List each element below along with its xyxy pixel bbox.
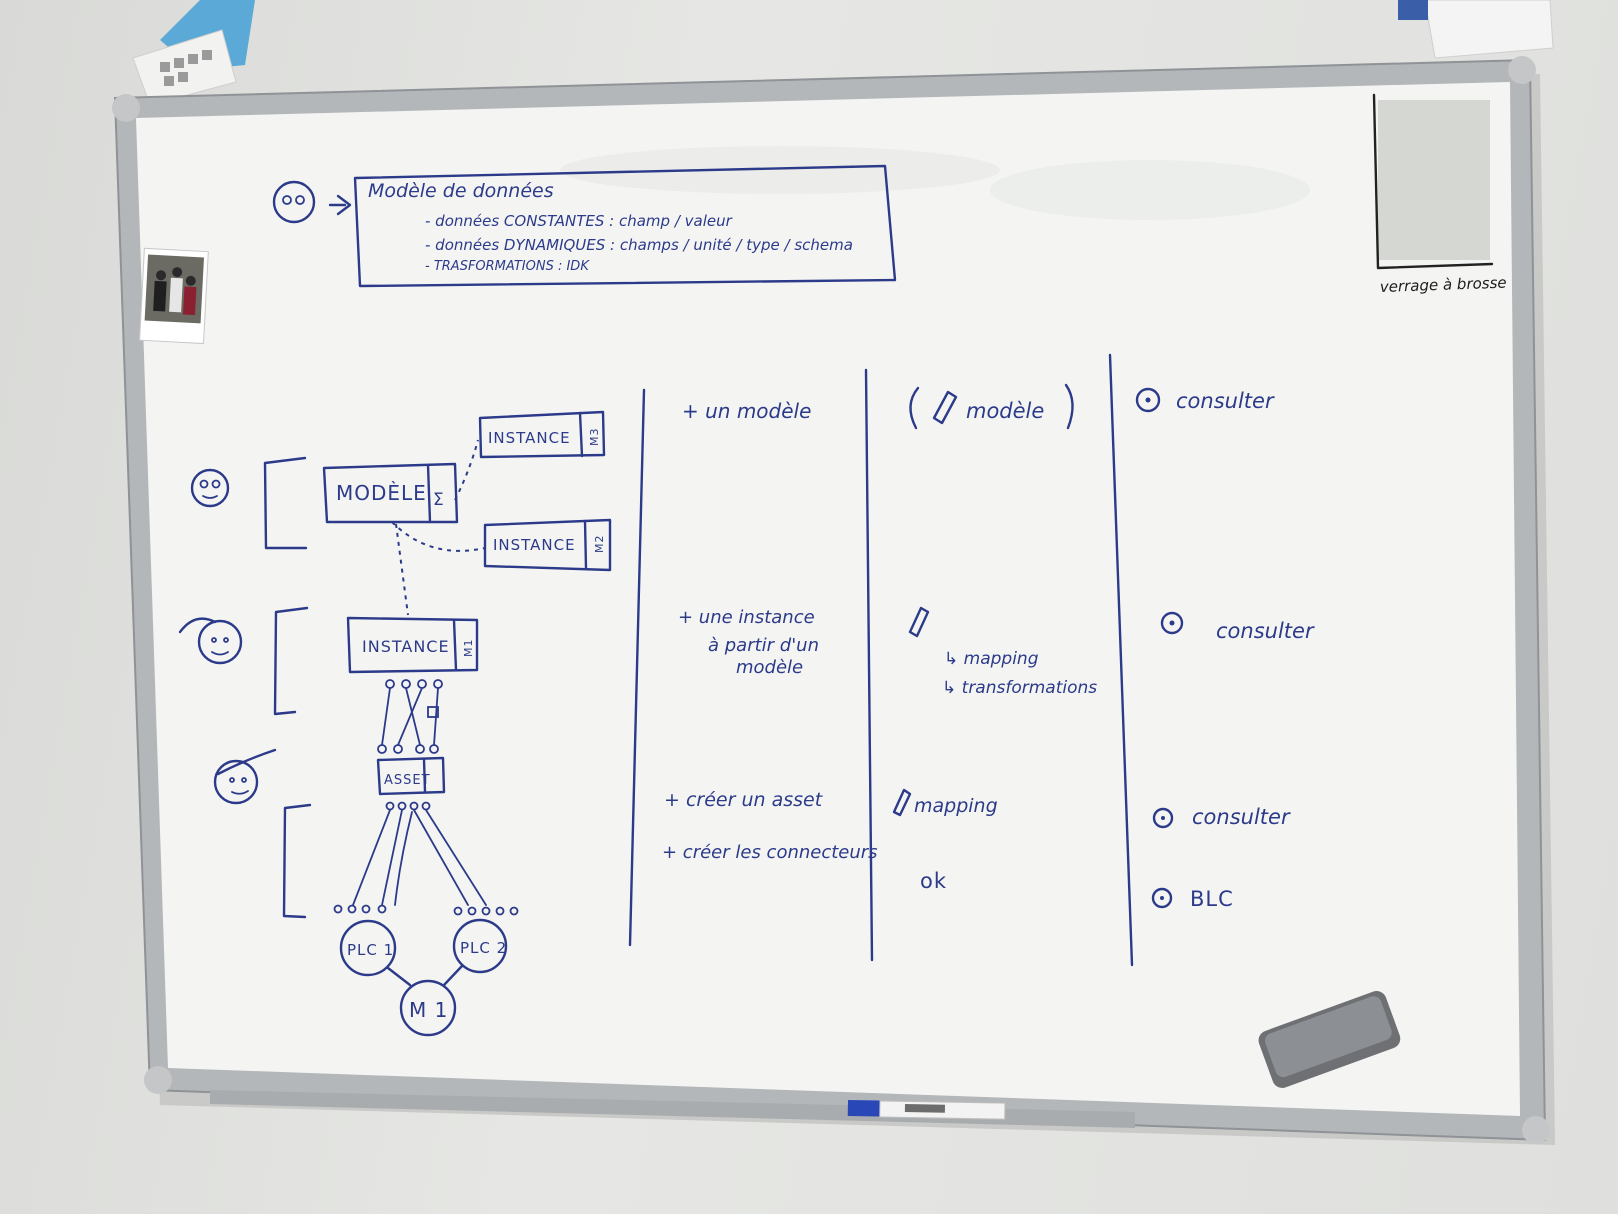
m1-label: M 1	[409, 998, 448, 1022]
frame-corner	[112, 94, 140, 122]
modele-box	[322, 462, 459, 524]
header-box	[353, 164, 897, 288]
col3-row2: consulter	[1216, 619, 1315, 643]
modele-label: MODÈLE	[336, 481, 427, 505]
plc2-node	[452, 918, 508, 974]
grid-card	[132, 29, 237, 106]
column-divider	[1108, 353, 1134, 967]
eye-icon	[1152, 807, 1174, 829]
pencil-icon	[932, 390, 958, 425]
instance-m3-label: INSTANCE	[488, 429, 571, 447]
bracket	[273, 606, 309, 716]
m1-node	[399, 979, 457, 1037]
col2-row3: mapping	[914, 795, 998, 817]
smudge	[990, 160, 1310, 220]
smudge	[560, 146, 1000, 194]
header-title: Modèle de données	[368, 180, 554, 202]
asset-box	[376, 756, 446, 796]
instance-m1-label: INSTANCE	[362, 637, 450, 656]
col3-row3: consulter	[1192, 805, 1291, 829]
header-line-2: - données DYNAMIQUES : champs / unité / …	[425, 236, 853, 254]
asset-label: ASSET	[384, 773, 431, 788]
instance-m2-tag: M2	[593, 535, 606, 554]
marker-pen	[847, 1100, 1006, 1120]
grid-card-cells	[160, 50, 212, 86]
column-divider	[864, 368, 874, 962]
instance-m2-box	[483, 518, 612, 572]
instance-m3-box	[478, 410, 606, 459]
dashed-link	[391, 521, 486, 552]
col1-row3: + créer un asset	[664, 789, 824, 811]
persona-face-1	[190, 468, 230, 508]
col3-row4: BLC	[1190, 887, 1234, 911]
col2-row4: ok	[920, 869, 947, 893]
polaroid-photo	[139, 247, 209, 345]
eye-icon	[1151, 887, 1173, 909]
paren-close	[1064, 383, 1074, 430]
persona-face-header	[272, 180, 316, 224]
paren-open	[909, 386, 920, 430]
col1-row4: + créer les connecteurs	[662, 842, 878, 863]
business-card-logo	[1398, 0, 1428, 20]
plc-links	[386, 964, 464, 987]
instance-connectors	[377, 679, 443, 754]
col2-row2b: ↳ transformations	[942, 678, 1097, 698]
col2-row1: modèle	[966, 399, 1044, 423]
eye-icon	[1160, 611, 1184, 635]
board-eraser	[1258, 991, 1401, 1088]
plc2-label: PLC 2	[460, 939, 507, 957]
pencil-icon	[908, 606, 930, 638]
instance-m1-tag: M1	[462, 639, 475, 658]
arrow-right-icon	[328, 194, 352, 216]
plc1-node	[339, 919, 397, 977]
header-line-1: - données CONSTANTES : champ / valeur	[425, 212, 733, 230]
persona-face-2	[178, 617, 243, 665]
eye-icon	[1135, 387, 1161, 413]
col1-row2c: modèle	[736, 657, 803, 678]
marker-tray	[210, 1090, 1135, 1128]
col1-row2b: à partir d'un	[708, 635, 819, 656]
frame-corner	[144, 1066, 172, 1094]
brush-test-label: verrage à brosse	[1380, 274, 1507, 296]
column-divider	[628, 388, 646, 947]
asset-wires	[333, 801, 519, 916]
frame-corner	[1522, 1116, 1550, 1144]
business-card	[1424, 0, 1554, 59]
plc1-label: PLC 1	[347, 941, 394, 959]
brush-test-area	[1372, 93, 1494, 270]
col1-row1: + un modèle	[682, 399, 811, 423]
frame-corner	[1508, 56, 1536, 84]
header-line-3: - TRASFORMATIONS : IDK	[425, 259, 590, 274]
instance-m2-label: INSTANCE	[493, 536, 576, 554]
dashed-link	[395, 523, 409, 616]
col1-row2a: + une instance	[678, 607, 815, 628]
persona-face-3	[213, 748, 277, 805]
instance-m3-tag: M3	[588, 428, 601, 447]
bracket	[263, 456, 308, 550]
col2-row2a: ↳ mapping	[944, 649, 1039, 669]
col3-row1: consulter	[1176, 389, 1275, 413]
modele-sigma: Σ	[433, 490, 445, 510]
pencil-icon	[892, 788, 912, 817]
board-surface	[136, 82, 1520, 1116]
instance-m1-box	[346, 616, 479, 674]
bracket	[282, 803, 312, 919]
